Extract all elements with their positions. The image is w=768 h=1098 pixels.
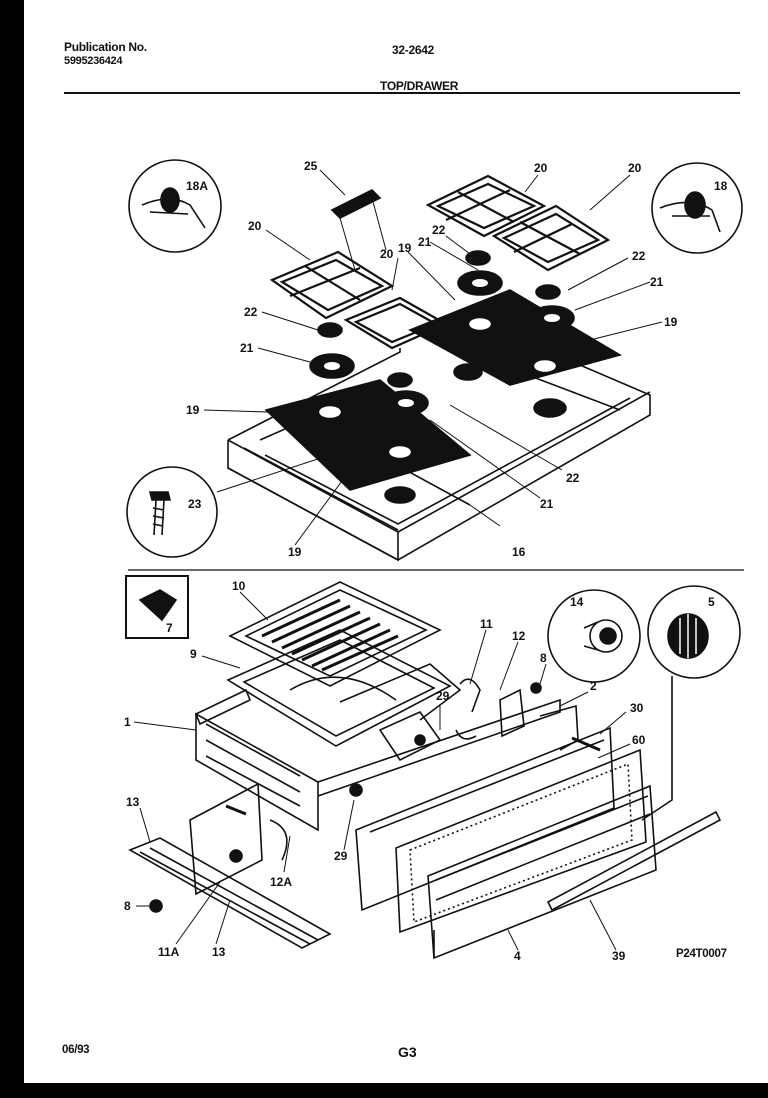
publication-number: 5995236424 [64,55,123,67]
callout-21-left: 21 [240,341,254,355]
callout-60: 60 [632,733,646,747]
diagram-sheet [24,0,768,1083]
callout-4: 4 [514,949,521,963]
callout-1: 1 [124,715,131,729]
leader-lines-top [203,169,663,546]
callout-19-top: 19 [398,241,412,255]
callout-21-bottom: 21 [540,497,554,511]
callout-2: 2 [590,679,597,693]
burner-pan-front-left [264,379,472,491]
callout-11a: 11A [158,945,180,959]
callout-19-right: 19 [664,315,678,329]
callout-19-left: 19 [186,403,200,417]
header-rule [64,92,740,94]
drawer-front [427,784,657,960]
callout-13-bottom: 13 [212,945,226,959]
callout-20-top: 20 [534,161,548,175]
grates [269,174,611,350]
callout-8-left: 8 [124,899,131,913]
burner-caps [317,250,561,388]
callout-12: 12 [512,629,526,643]
callout-10: 10 [232,579,246,593]
callout-25: 25 [304,159,318,173]
slides [128,734,426,949]
inset-18a [128,159,222,253]
callout-8-right: 8 [540,651,547,665]
inset-14 [547,589,641,683]
callout-12a: 12A [270,875,292,889]
section-title: TOP/DRAWER [380,79,459,93]
callout-labels: 25 20 20 20 20 18A 18 19 19 19 19 21 21 … [124,159,728,963]
callout-7: 7 [166,621,173,635]
callout-19-bottom: 19 [288,545,302,559]
model-number: 32-2642 [392,43,434,57]
callout-23: 23 [188,497,202,511]
footer-page: G3 [398,1044,417,1060]
burner-pan-right [408,289,623,386]
part-25 [330,189,382,219]
leader-lines-bottom [133,591,631,951]
inset-7 [125,575,189,639]
callout-21-right: 21 [650,275,664,289]
callout-18: 18 [714,179,728,193]
publication-label: Publication No. [64,40,147,54]
diagram-code: P24T0007 [676,948,727,960]
footer-date: 06/93 [62,1044,90,1056]
handle [546,676,722,912]
callout-20-right: 20 [628,161,642,175]
callout-29-top: 29 [436,689,450,703]
callout-11: 11 [480,617,493,631]
callout-18a: 18A [186,179,208,193]
callout-29-bottom: 29 [334,849,348,863]
callout-22-top: 22 [432,223,446,237]
callout-5: 5 [708,595,715,609]
inset-18 [651,162,743,254]
callout-39: 39 [612,949,626,963]
callout-22-bottom: 22 [566,471,580,485]
insulation [395,736,647,934]
callout-22-left: 22 [244,305,258,319]
drawer-body [194,663,561,832]
callout-20-left: 20 [248,219,262,233]
inset-5 [647,585,741,679]
callout-9: 9 [190,647,197,661]
callout-30: 30 [630,701,644,715]
callout-22-right: 22 [632,249,646,263]
callout-14: 14 [570,595,584,609]
burner-rings [309,270,575,416]
inset-23 [126,466,218,558]
callout-20-center: 20 [380,247,394,261]
broiler-pan [228,581,442,687]
broiler-frame [226,629,452,747]
callout-13-top: 13 [126,795,140,809]
callout-21-top: 21 [418,235,432,249]
front-panel [355,726,615,912]
callout-16: 16 [512,545,526,559]
